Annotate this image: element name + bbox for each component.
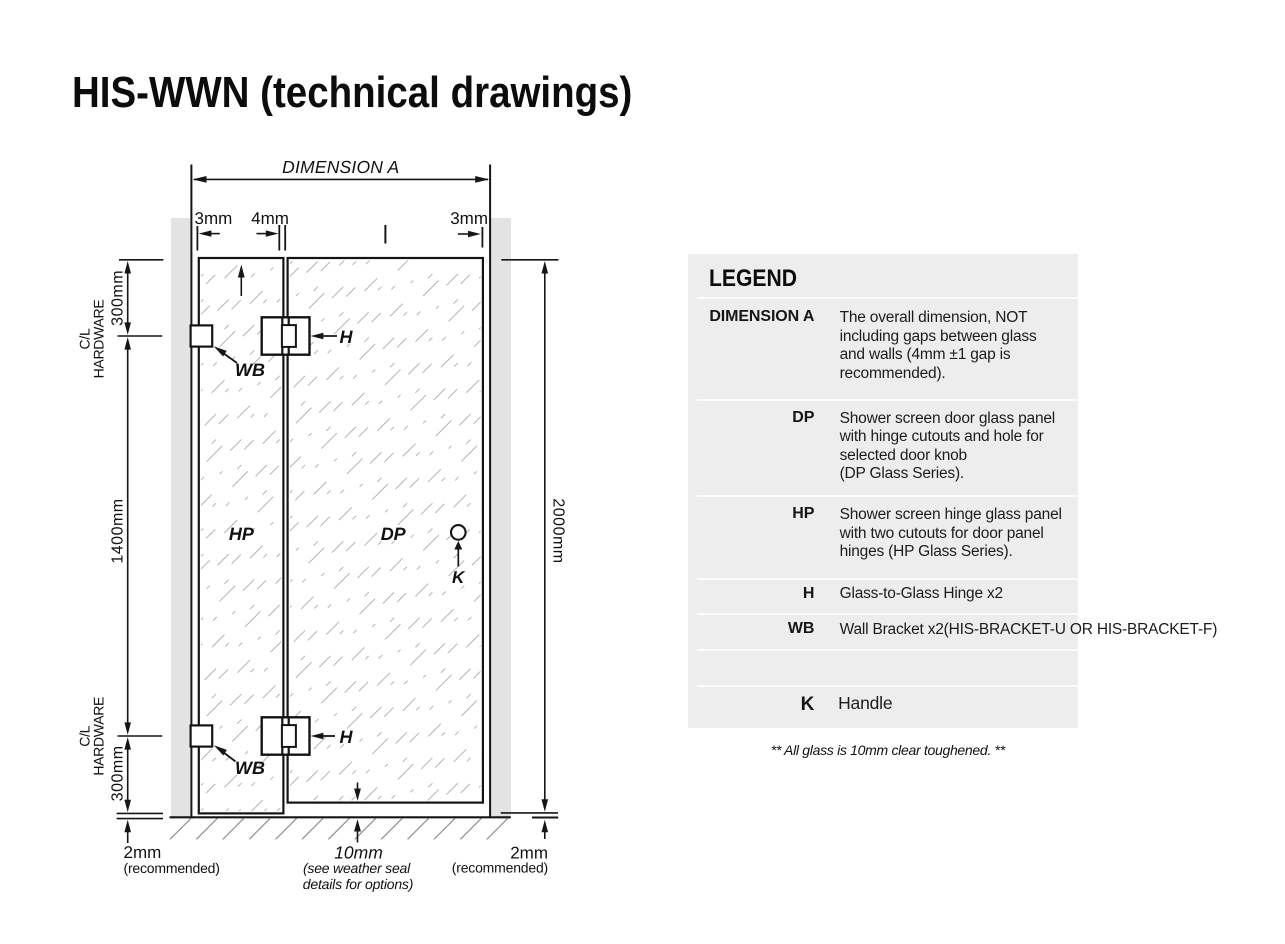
svg-text:2mm: 2mm bbox=[124, 843, 162, 862]
svg-text:C/LHARDWARE: C/LHARDWARE bbox=[77, 697, 107, 776]
svg-text:3mm: 3mm bbox=[450, 209, 488, 228]
svg-text:(recommended): (recommended) bbox=[124, 860, 220, 876]
svg-text:WB: WB bbox=[235, 758, 265, 778]
svg-text:DIMENSION A: DIMENSION A bbox=[282, 157, 399, 177]
svg-text:(see weather seal: (see weather seal bbox=[303, 860, 411, 876]
svg-text:DP: DP bbox=[381, 524, 407, 544]
svg-text:3mm: 3mm bbox=[195, 209, 233, 228]
svg-text:H: H bbox=[340, 327, 354, 347]
svg-text:HP: HP bbox=[229, 524, 255, 544]
svg-text:K: K bbox=[452, 568, 466, 587]
svg-text:H: H bbox=[340, 727, 354, 747]
svg-text:300mm: 300mm bbox=[110, 745, 127, 801]
svg-text:1400mm: 1400mm bbox=[110, 498, 127, 563]
svg-text:10mm: 10mm bbox=[334, 843, 383, 863]
svg-text:4mm: 4mm bbox=[251, 209, 289, 228]
svg-text:WB: WB bbox=[235, 360, 265, 380]
svg-text:C/LHARDWARE: C/LHARDWARE bbox=[77, 300, 107, 379]
svg-text:details for options): details for options) bbox=[303, 876, 413, 892]
svg-text:2mm: 2mm bbox=[510, 843, 548, 862]
svg-text:300mm: 300mm bbox=[110, 270, 127, 326]
svg-text:(recommended): (recommended) bbox=[452, 860, 548, 876]
svg-text:2000mm: 2000mm bbox=[550, 498, 567, 563]
